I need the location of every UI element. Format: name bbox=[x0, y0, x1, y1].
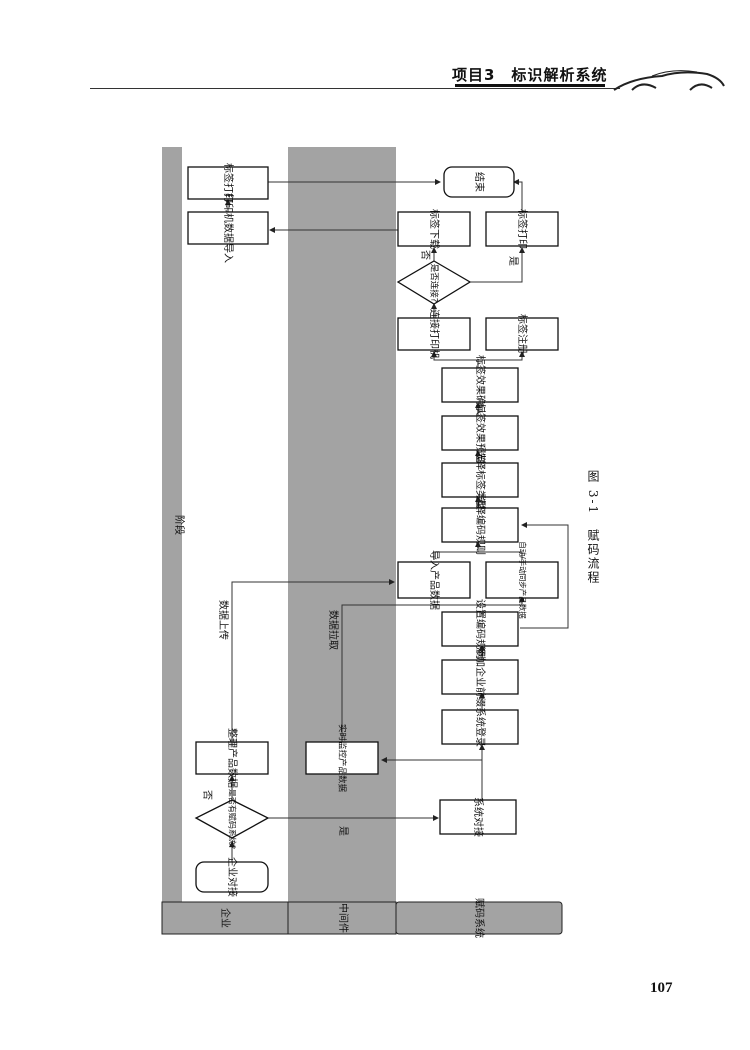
node-label-download-label: 标签下载 bbox=[428, 209, 441, 249]
edge-label-no: 否 bbox=[201, 790, 213, 800]
stage-band bbox=[162, 147, 182, 902]
node-decision-has-system-label: 是否有赋码系统? bbox=[228, 789, 238, 849]
node-system-dock bbox=[439, 799, 517, 835]
node-auto-sync bbox=[485, 561, 559, 599]
node-end-label: 结束 bbox=[473, 172, 486, 192]
node-system-login-label: 系统登录 bbox=[474, 707, 487, 747]
node-select-label-type bbox=[441, 462, 519, 498]
node-confirm-label: 标签效果确认 bbox=[474, 355, 487, 415]
node-confirm bbox=[441, 367, 519, 403]
stage-label: 阶段 bbox=[173, 515, 186, 535]
node-realtime-monitor-label: 实时监控产品数据 bbox=[337, 724, 348, 793]
node-decision-connected bbox=[396, 260, 472, 305]
edge-label-data-pull: 数据拉取 bbox=[327, 610, 340, 650]
node-label-print-left-label: 标签打印 bbox=[222, 163, 235, 203]
node-system-login bbox=[441, 709, 519, 745]
node-select-label-type-label: 选择标签类型 bbox=[474, 450, 487, 510]
node-label-download bbox=[397, 211, 471, 247]
header-rule-bold bbox=[455, 84, 605, 87]
node-connect-printer-label: 连接打印机 bbox=[428, 309, 441, 359]
node-add-prefix bbox=[441, 659, 519, 695]
node-printer-import-label: 打印机数据导入 bbox=[222, 193, 235, 263]
lane-header-coding-system bbox=[395, 901, 563, 935]
node-organize-data-label: 整理产品数据 bbox=[226, 728, 239, 788]
node-preview bbox=[441, 415, 519, 451]
edge-label-yes: 是 bbox=[337, 826, 349, 836]
edge-label-yes-connect: 是 bbox=[507, 256, 519, 266]
node-select-rule-label: 选择编码规则 bbox=[474, 495, 487, 555]
edges bbox=[225, 179, 569, 862]
node-import-data-label: 导入产品数据 bbox=[428, 550, 441, 610]
node-label-register-label: 标签注册 bbox=[516, 314, 529, 354]
node-add-prefix-label: 添加企业前缀 bbox=[474, 647, 487, 707]
node-label-print-right bbox=[485, 211, 559, 247]
lane-label-middleware: 中间件 bbox=[337, 903, 350, 933]
node-organize-data bbox=[195, 741, 269, 775]
edge-label-data-upload: 数据上传 bbox=[217, 600, 230, 640]
chapter-title: 项目3 标识解析系统 bbox=[452, 66, 608, 84]
node-label-print-left bbox=[187, 166, 269, 200]
node-end bbox=[443, 166, 515, 198]
lane-header-enterprise bbox=[161, 901, 289, 935]
car-silhouette-icon bbox=[613, 70, 725, 91]
node-label-print-right-label: 标签打印 bbox=[516, 209, 529, 249]
node-set-rule bbox=[441, 611, 519, 647]
node-connect-printer bbox=[397, 317, 471, 351]
node-select-rule bbox=[441, 507, 519, 543]
node-realtime-monitor bbox=[305, 741, 379, 775]
lane-label-coding-system: 赋码系统 bbox=[473, 898, 486, 938]
node-start bbox=[195, 861, 269, 893]
lane-label-enterprise: 企业 bbox=[219, 908, 232, 928]
node-decision-connected-label: 是否连接? bbox=[429, 264, 440, 303]
figure-caption: 图 3-1 赋码流程 bbox=[586, 470, 600, 586]
header-rule bbox=[90, 88, 620, 89]
page-number: 107 bbox=[650, 980, 673, 996]
lane-middleware-band bbox=[288, 147, 396, 902]
node-start-label: 企业对接 bbox=[226, 857, 239, 897]
edge-label-no-connect: 否 bbox=[419, 250, 431, 260]
node-auto-sync-label: 自动/手动同步产品数据 bbox=[518, 541, 528, 619]
node-label-register bbox=[485, 317, 559, 351]
node-printer-import bbox=[187, 211, 269, 245]
node-preview-label: 标签效果预览 bbox=[474, 403, 487, 463]
lane-header-middleware bbox=[287, 901, 397, 935]
node-set-rule-label: 设置编码规则 bbox=[474, 599, 487, 659]
node-system-dock-label: 系统对接 bbox=[472, 797, 485, 837]
node-import-data bbox=[397, 561, 471, 599]
node-decision-has-system bbox=[194, 799, 270, 839]
